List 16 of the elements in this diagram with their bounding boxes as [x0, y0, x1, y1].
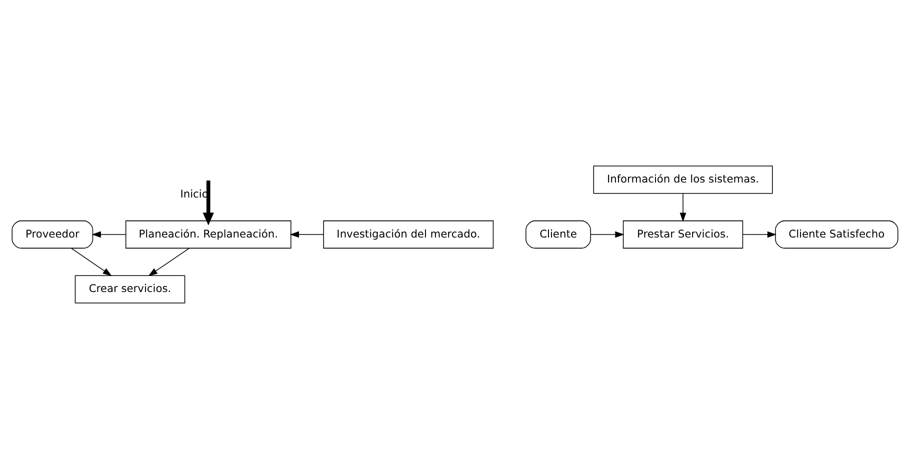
arrow — [742, 230, 777, 238]
node-box: Proveedor — [12, 220, 94, 248]
node-box: Investigación del mercado. — [323, 220, 494, 248]
node-box: Crear servicios. — [74, 274, 186, 303]
arrow — [680, 192, 686, 222]
arrow — [202, 180, 214, 225]
node-box: Cliente Satisfecho — [775, 220, 898, 248]
arrow — [92, 230, 126, 238]
arrow — [590, 230, 624, 238]
node-box: Planeación. Replaneación. — [125, 220, 292, 248]
arrow — [148, 247, 190, 276]
arrow — [290, 230, 324, 238]
arrow — [71, 247, 112, 276]
node-box: Prestar Servicios. — [622, 220, 744, 248]
node-box: Cliente — [526, 220, 591, 248]
node-box: Información de los sistemas. — [593, 165, 773, 194]
